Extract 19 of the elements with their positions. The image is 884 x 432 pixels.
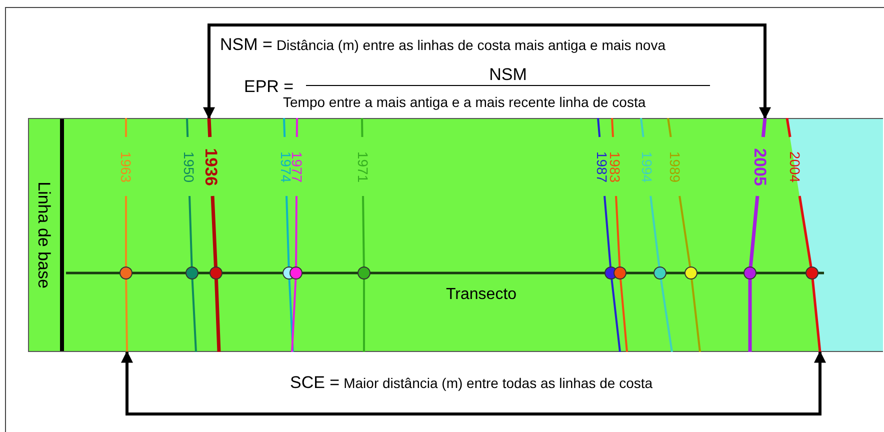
year-label: 1950 (182, 150, 196, 182)
year-label: 1971 (356, 150, 370, 182)
numerator: NSM (489, 66, 527, 83)
baseline-label: Linha de base (36, 182, 52, 288)
year-label: 1983 (608, 150, 622, 182)
formula-term: NSM = (220, 34, 272, 56)
year-label: 1994 (640, 150, 654, 182)
transect-label: Transecto (446, 285, 517, 305)
year-label: 2005 (752, 148, 769, 186)
measure-arrow (121, 350, 826, 416)
year-label: 1963 (119, 150, 133, 182)
year-label: 1987 (595, 150, 610, 182)
formula-term: SCE = (290, 372, 340, 394)
year-label: 1936 (202, 148, 220, 186)
measure-arrow (203, 24, 771, 120)
formula-text: Maior distância (m) entre todas as linhas de costa (344, 374, 653, 393)
year-label: 1989 (668, 150, 682, 182)
formula-text: Distância (m) entre as linhas de costa mais antiga e mais nova (276, 36, 666, 55)
year-label: 2004 (788, 150, 802, 182)
